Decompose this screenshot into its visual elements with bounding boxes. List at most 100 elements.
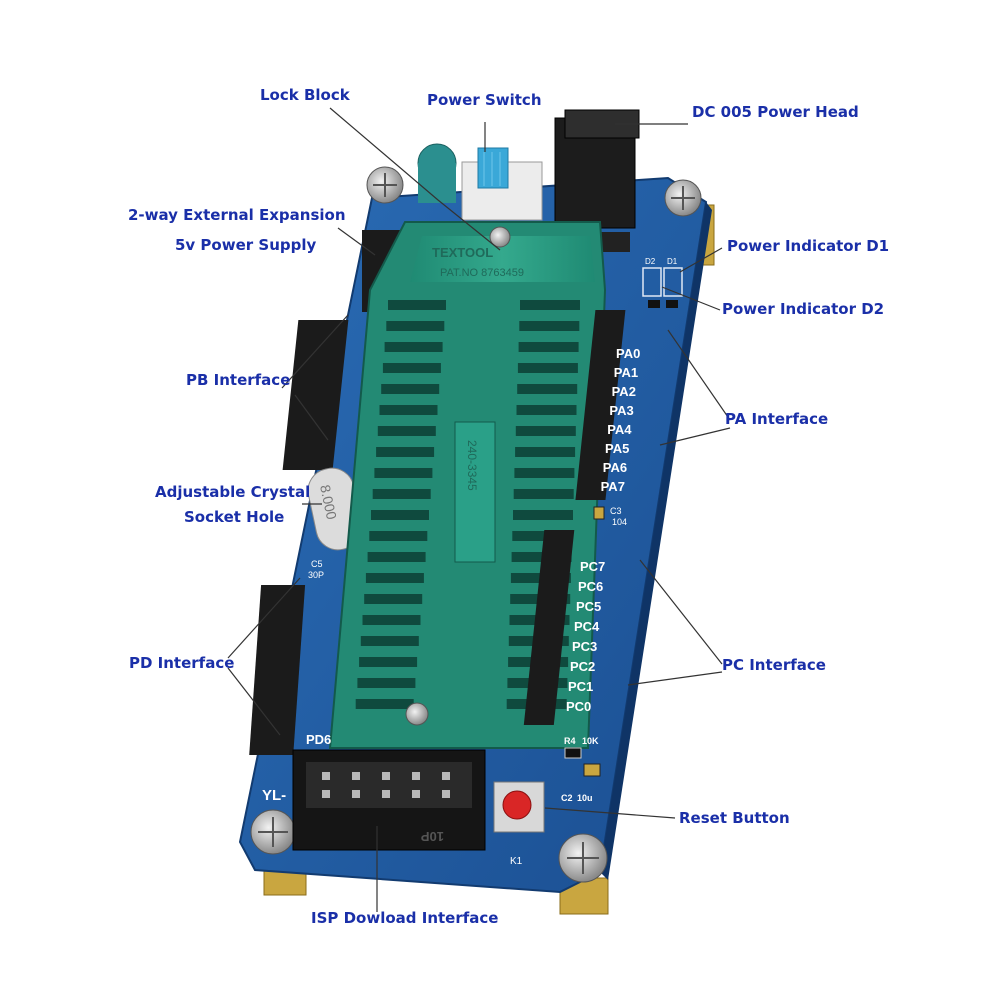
leader-d2 — [661, 286, 721, 311]
isp-pin — [442, 790, 450, 798]
label-power-switch: Power Switch — [427, 91, 542, 109]
led-d1-label: D1 — [667, 257, 678, 266]
socket-slot-left — [376, 447, 435, 457]
isp-pin — [412, 772, 420, 780]
socket-slot-right — [517, 363, 578, 373]
pc-pin-label: PC0 — [566, 699, 591, 714]
pc-header-strip — [523, 530, 575, 725]
label-reset-button: Reset Button — [679, 809, 790, 827]
leader-pb-b — [294, 394, 329, 441]
label-power-indicator-d2: Power Indicator D2 — [722, 300, 885, 318]
cap-c5-label: C5 — [311, 559, 323, 569]
socket-slot-left — [364, 594, 423, 604]
socket-slot-left — [359, 657, 418, 667]
pc-pin-label: PC1 — [568, 679, 593, 694]
socket-slot-right — [514, 468, 575, 478]
pa-pin-label: PA3 — [609, 403, 633, 418]
pa-pin-label: PA0 — [616, 346, 640, 361]
socket-slot-left — [381, 384, 440, 394]
pc-pin-label: PC5 — [576, 599, 601, 614]
isp-pin — [382, 790, 390, 798]
screw-top-right — [664, 179, 702, 217]
leader-pb-a — [281, 314, 349, 389]
socket-slot-left — [367, 552, 426, 562]
pa-pin-label: PA6 — [603, 460, 627, 475]
label-dc-power-head: DC 005 Power Head — [692, 103, 859, 121]
socket-brand-text: TEXTOOL — [432, 245, 493, 260]
screw-bottom-right — [558, 833, 608, 883]
leader-expansion — [337, 227, 376, 256]
socket-slot-left — [371, 510, 429, 520]
socket-slot-left — [384, 342, 443, 352]
cap-c3-label: C3 — [610, 506, 622, 516]
pa-pin-label: PA1 — [614, 365, 638, 380]
pa-pin-label: PA7 — [601, 479, 625, 494]
socket-slot-left — [386, 321, 445, 331]
socket-slot-left — [372, 489, 431, 499]
socket-slot-right — [512, 531, 573, 541]
socket-slot-left — [365, 573, 424, 583]
leader-reset — [544, 807, 676, 819]
socket-screw-top — [489, 226, 511, 248]
cap-c2-value: 10u — [577, 793, 593, 803]
reset-button-body — [493, 781, 545, 833]
leader-lines — [227, 107, 731, 912]
leader-pd-a — [227, 577, 301, 659]
dc-power-jack — [554, 109, 640, 252]
socket-slot-right — [513, 489, 574, 499]
pb-header-strip — [282, 320, 349, 470]
leader-pc-b — [627, 671, 723, 686]
resistor-r4-value: 10K — [582, 736, 599, 746]
socket-slot-right — [517, 384, 578, 394]
resistor-r4-label: R4 — [564, 736, 576, 746]
pa-pin-label: PA2 — [612, 384, 636, 399]
isp-header — [292, 749, 486, 851]
label-crystal-line2: Socket Hole — [184, 508, 285, 526]
cap-c5-value: 30P — [308, 570, 324, 580]
isp-pin — [412, 790, 420, 798]
label-crystal-line1: Adjustable Crystal — [155, 483, 311, 501]
electrolytic-capacitor — [417, 143, 457, 203]
smd-component — [666, 300, 678, 308]
socket-slot-right — [520, 300, 580, 310]
socket-slot-left — [374, 468, 433, 478]
label-pb-interface: PB Interface — [186, 371, 291, 389]
leader-pa-b — [659, 427, 731, 446]
pa-header-strip — [575, 310, 626, 500]
socket-part-text: 240-3345 — [465, 440, 479, 491]
isp-pin — [442, 772, 450, 780]
label-pa-interface: PA Interface — [725, 410, 829, 428]
socket-slot-left — [382, 363, 441, 373]
socket-slot-right — [519, 321, 580, 331]
cap-c3-value: 104 — [612, 517, 627, 527]
isp-header-marking: 10P — [421, 829, 444, 844]
socket-screw-bottom — [405, 702, 429, 726]
socket-slot-right — [518, 342, 579, 352]
isp-pin — [322, 772, 330, 780]
leader-d1 — [679, 247, 723, 273]
leader-lock-block — [329, 107, 501, 251]
socket-slot-left — [377, 426, 436, 436]
led-d1-footprint — [663, 267, 683, 297]
screw-bottom-left — [250, 809, 296, 855]
crystal-marking: 8.000 — [317, 483, 340, 521]
socket-slot-right — [515, 447, 576, 457]
pa-pin-label: PA5 — [605, 441, 629, 456]
pc-pin-label: PC7 — [580, 559, 605, 574]
led-d2-footprint — [642, 267, 662, 297]
socket-slot-right — [513, 510, 573, 520]
smd-r4 — [564, 747, 582, 759]
smd-c3 — [593, 506, 605, 520]
pcb-edge — [600, 202, 712, 880]
leader-pd-b — [227, 667, 281, 736]
socket-slot-left — [379, 405, 438, 415]
isp-pin — [352, 790, 360, 798]
screw-top-left — [366, 166, 404, 204]
socket-slot-right — [516, 405, 577, 415]
isp-pins — [322, 772, 450, 798]
led-d2-label: D2 — [645, 257, 656, 266]
